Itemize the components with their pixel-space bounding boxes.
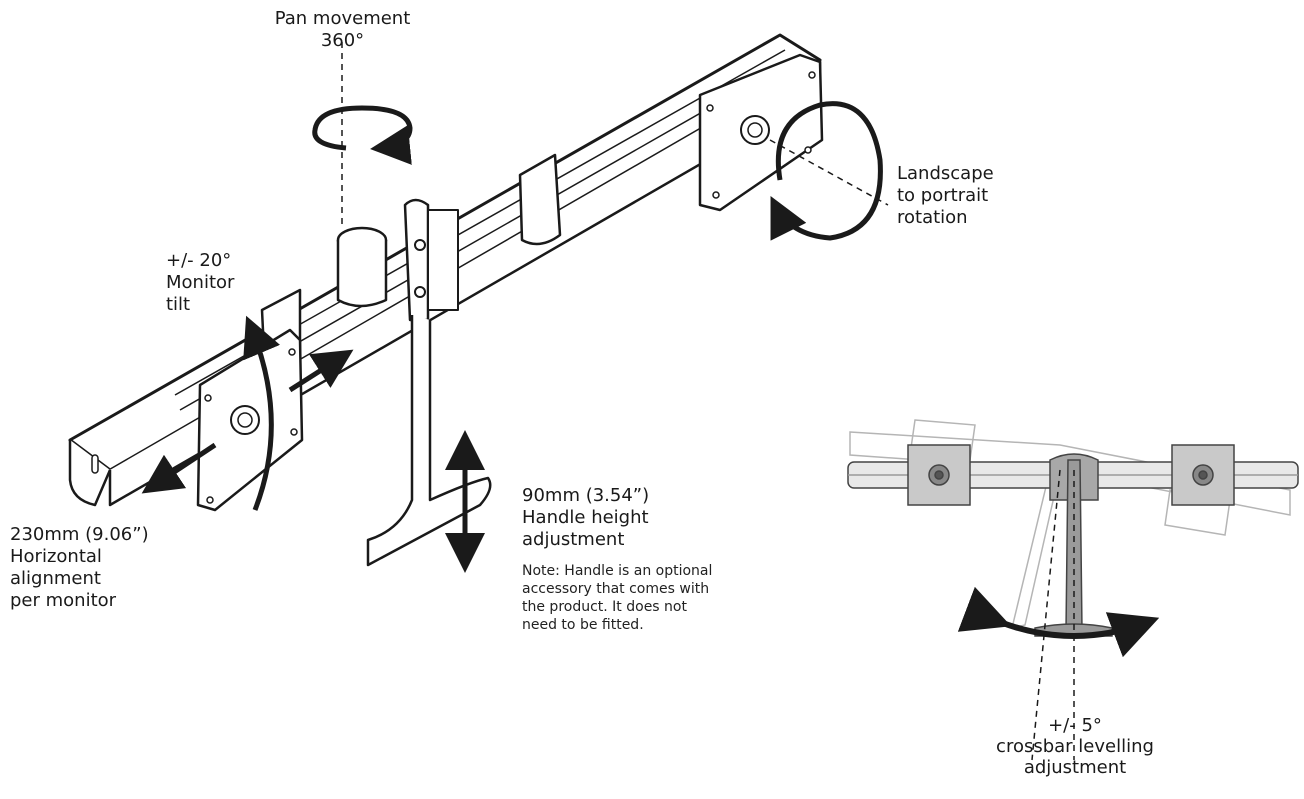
handle-line2: Handle height — [522, 507, 649, 528]
handle-line3: adjustment — [522, 529, 625, 550]
crossbar-levelling-label: +/- 5° crossbar levelling adjustment — [975, 715, 1175, 778]
landscape-line2: to portrait — [897, 185, 989, 206]
pan-arrow — [312, 105, 413, 165]
crossbar-line1: +/- 5° — [1048, 715, 1102, 736]
note-line1: Note: Handle is an optional — [522, 563, 713, 579]
horizontal-line2: Horizontal — [10, 546, 102, 567]
tilt-line2: Monitor — [166, 272, 235, 293]
landscape-line3: rotation — [897, 207, 968, 228]
landscape-rotation-label: Landscape to portrait rotation — [897, 163, 994, 229]
pan-line2: 360° — [320, 30, 365, 51]
monitor-tilt-label: +/- 20° Monitor tilt — [166, 250, 234, 316]
front-view-illustration — [847, 419, 1299, 761]
pan-movement-label: Pan movement 360° — [270, 8, 415, 52]
main-arm-illustration — [68, 33, 824, 567]
pan-line1: Pan movement — [274, 8, 411, 29]
tilt-arrow — [243, 315, 281, 511]
horizontal-line3: alignment — [10, 568, 101, 589]
horizontal-arrow-right — [288, 349, 354, 393]
horizontal-line4: per monitor — [10, 590, 117, 611]
note-line4: need to be fitted. — [522, 617, 644, 633]
motion-arrows — [141, 101, 889, 573]
tilt-line1: +/- 20° — [166, 250, 232, 271]
handle-note: Note: Handle is an optional accessory th… — [522, 562, 712, 634]
handle-height-label: 90mm (3.54”) Handle height adjustment — [522, 485, 649, 551]
note-line2: accessory that comes with — [522, 581, 710, 597]
crossbar-line2: crossbar levelling — [996, 736, 1154, 757]
levelling-arrow — [957, 586, 1160, 658]
handle-line1: 90mm (3.54”) — [522, 485, 650, 506]
horizontal-line1: 230mm (9.06”) — [10, 524, 149, 545]
tilt-line3: tilt — [166, 294, 191, 315]
center-post — [403, 198, 430, 322]
note-line3: the product. It does not — [522, 599, 687, 615]
horizontal-alignment-label: 230mm (9.06”) Horizontal alignment per m… — [10, 524, 149, 612]
crossbar-line3: adjustment — [1023, 757, 1127, 778]
handle-stem — [366, 315, 492, 567]
horizontal-arrow-left — [141, 442, 217, 494]
landscape-line1: Landscape — [897, 163, 994, 184]
rotation-arrow — [770, 101, 883, 241]
